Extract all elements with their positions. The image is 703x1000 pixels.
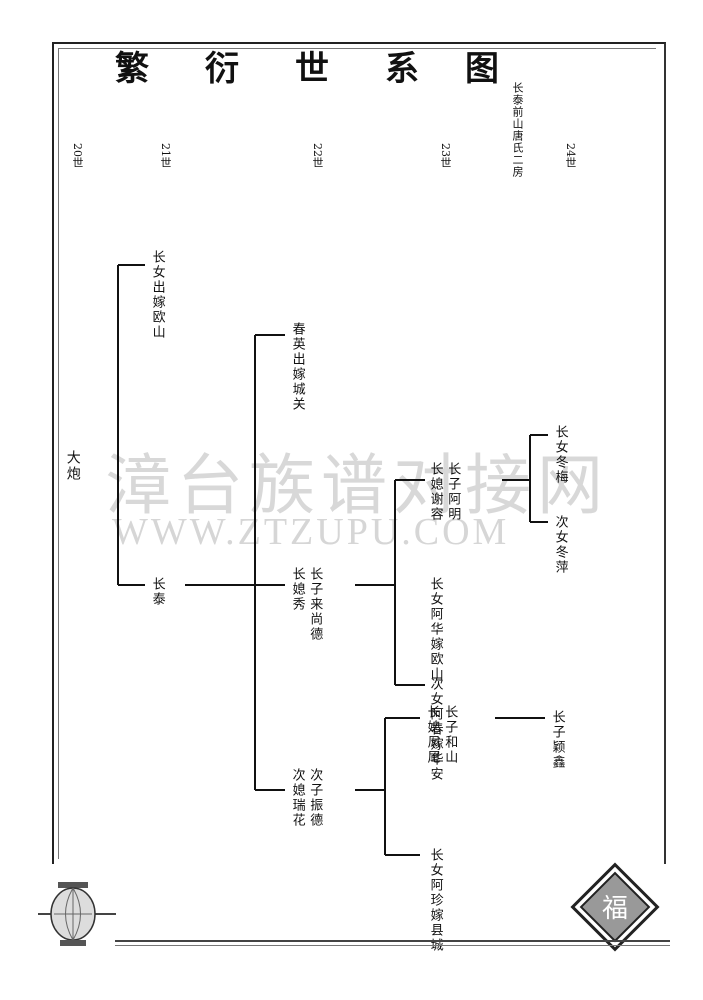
page-frame: [52, 42, 666, 864]
generation-23: 23世: [439, 143, 452, 168]
person-line: 长子阿明: [445, 462, 461, 522]
person-changzi-23a: 长子阿明 长媳谢容: [427, 462, 461, 522]
person-line: 长媳秀: [289, 567, 305, 612]
generation-21: 21世: [159, 143, 172, 168]
person-changnv-23a: 长女阿华嫁欧山: [427, 577, 443, 682]
person-cinv-24: 次女冬萍: [552, 515, 568, 575]
title-char-2: 衍: [205, 49, 239, 89]
person-dapao: 大炮: [64, 450, 81, 482]
person-cinv-23a: 次女阿春嫁华安: [427, 677, 443, 782]
bottom-rule: [115, 940, 670, 942]
fu-seal-icon: 福: [570, 862, 660, 952]
title-char-4: 系: [385, 49, 419, 89]
person-line: 次子振德: [307, 768, 323, 828]
generation-24: 24世: [564, 143, 577, 168]
person-changzi-22: 长子来尚德 长媳秀: [289, 567, 323, 642]
title-char-5: 图: [465, 49, 499, 89]
person-changnv-23b: 长女阿珍嫁县城: [427, 848, 443, 953]
watermark-chinese: 漳台族谱对接网: [105, 447, 609, 524]
person-cizi-22: 次子振德 次媳瑞花: [289, 768, 323, 828]
person-line: 长子和山: [442, 705, 458, 765]
watermark-url: WWW.ZTZUPU.COM: [112, 511, 510, 553]
person-changzi-24: 长子颖鑫: [549, 710, 565, 770]
person-changtai: 长泰: [149, 577, 165, 607]
bottom-rule-thin: [115, 945, 670, 946]
svg-text:福: 福: [602, 894, 628, 924]
person-line: 长媳凤尾: [424, 705, 440, 765]
title-char-3: 世: [295, 49, 329, 89]
person-changzi-23b: 长子和山 长媳凤尾: [424, 705, 458, 765]
lantern-icon: [38, 882, 116, 946]
person-chunying: 春英出嫁城关: [289, 322, 305, 412]
person-line: 长媳谢容: [427, 462, 443, 522]
person-changnv-21: 长女出嫁欧山: [149, 250, 165, 340]
title-subtitle: 长泰前山唐氏二房: [511, 82, 524, 178]
person-line: 次媳瑞花: [289, 768, 305, 828]
generation-20: 20世: [71, 143, 84, 168]
title-char-1: 繁: [115, 49, 149, 89]
person-line: 长子来尚德: [307, 567, 323, 642]
person-changnv-24: 长女冬梅: [552, 425, 568, 485]
generation-22: 22世: [311, 143, 324, 168]
page-frame-inner: [58, 48, 656, 859]
